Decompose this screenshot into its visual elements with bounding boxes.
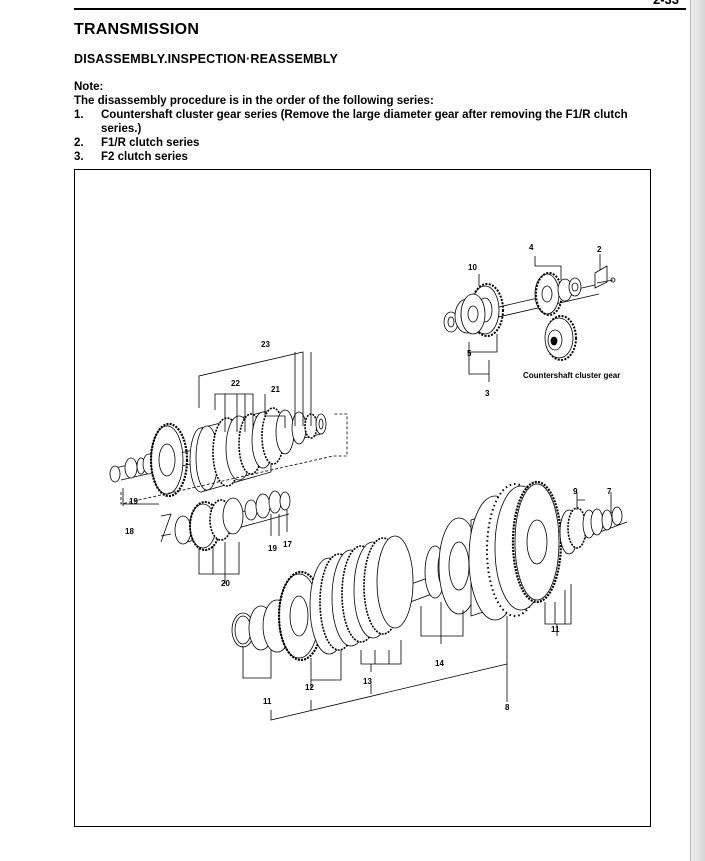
window-edge-line: [690, 0, 691, 861]
countershaft-caption: Countershaft cluster gear: [523, 371, 620, 380]
note-item-text: Countershaft cluster gear series (Remove…: [101, 109, 628, 135]
callout-12: 12: [305, 683, 314, 692]
callout-4: 4: [529, 243, 534, 252]
note-item-text: F2 clutch series: [101, 151, 188, 163]
callout-23: 23: [261, 340, 270, 349]
note-label: Note:: [74, 81, 104, 93]
note-item-number: 1.: [74, 109, 84, 121]
page-number: 2-33: [653, 0, 679, 7]
callout-19-left: 19: [129, 497, 138, 506]
callout-17: 17: [283, 540, 292, 549]
f2-clutch-assembly: [231, 480, 628, 662]
callout-19-right: 19: [268, 544, 277, 553]
header-rule: [74, 8, 686, 10]
callout-8: 8: [505, 703, 510, 712]
callout-9: 9: [573, 487, 578, 496]
callout-13: 13: [363, 677, 372, 686]
callout-18: 18: [125, 527, 134, 536]
page-title: TRANSMISSION: [74, 21, 200, 38]
note-intro: The disassembly procedure is in the orde…: [74, 95, 434, 107]
note-item-number: 3.: [74, 151, 84, 163]
callout-11-right: 11: [551, 625, 560, 634]
exploded-diagram-frame: 2 3 4 5 7 8 9 10 11 11 12 13 14 17 18 19…: [74, 169, 651, 827]
note-item-number: 2.: [74, 137, 84, 149]
callout-10: 10: [468, 263, 477, 272]
callout-20: 20: [221, 579, 230, 588]
callout-5: 5: [467, 349, 472, 358]
f1r-clutch-assembly: [109, 407, 327, 498]
callout-22: 22: [231, 379, 240, 388]
countershaft-assembly: [443, 265, 616, 361]
section-subtitle: DISASSEMBLY.INSPECTION·REASSEMBLY: [74, 52, 339, 66]
callout-14: 14: [435, 659, 444, 668]
note-item-3: 3. F2 clutch series: [74, 150, 654, 164]
window-edge: [690, 0, 705, 861]
callout-2: 2: [597, 245, 602, 254]
callout-11-left: 11: [263, 697, 272, 706]
note-item-2: 2. F1/R clutch series: [74, 136, 654, 150]
exploded-view-diagram: 2 3 4 5 7 8 9 10 11 11 12 13 14 17 18 19…: [109, 243, 628, 721]
callout-21: 21: [271, 385, 280, 394]
callout-3: 3: [485, 389, 490, 398]
note-block: Note: The disassembly procedure is in th…: [74, 80, 654, 164]
note-item-1: 1. Countershaft cluster gear series (Rem…: [74, 108, 654, 136]
callout-7: 7: [607, 487, 612, 496]
f1r-small-parts: [174, 490, 291, 551]
note-item-text: F1/R clutch series: [101, 137, 200, 149]
